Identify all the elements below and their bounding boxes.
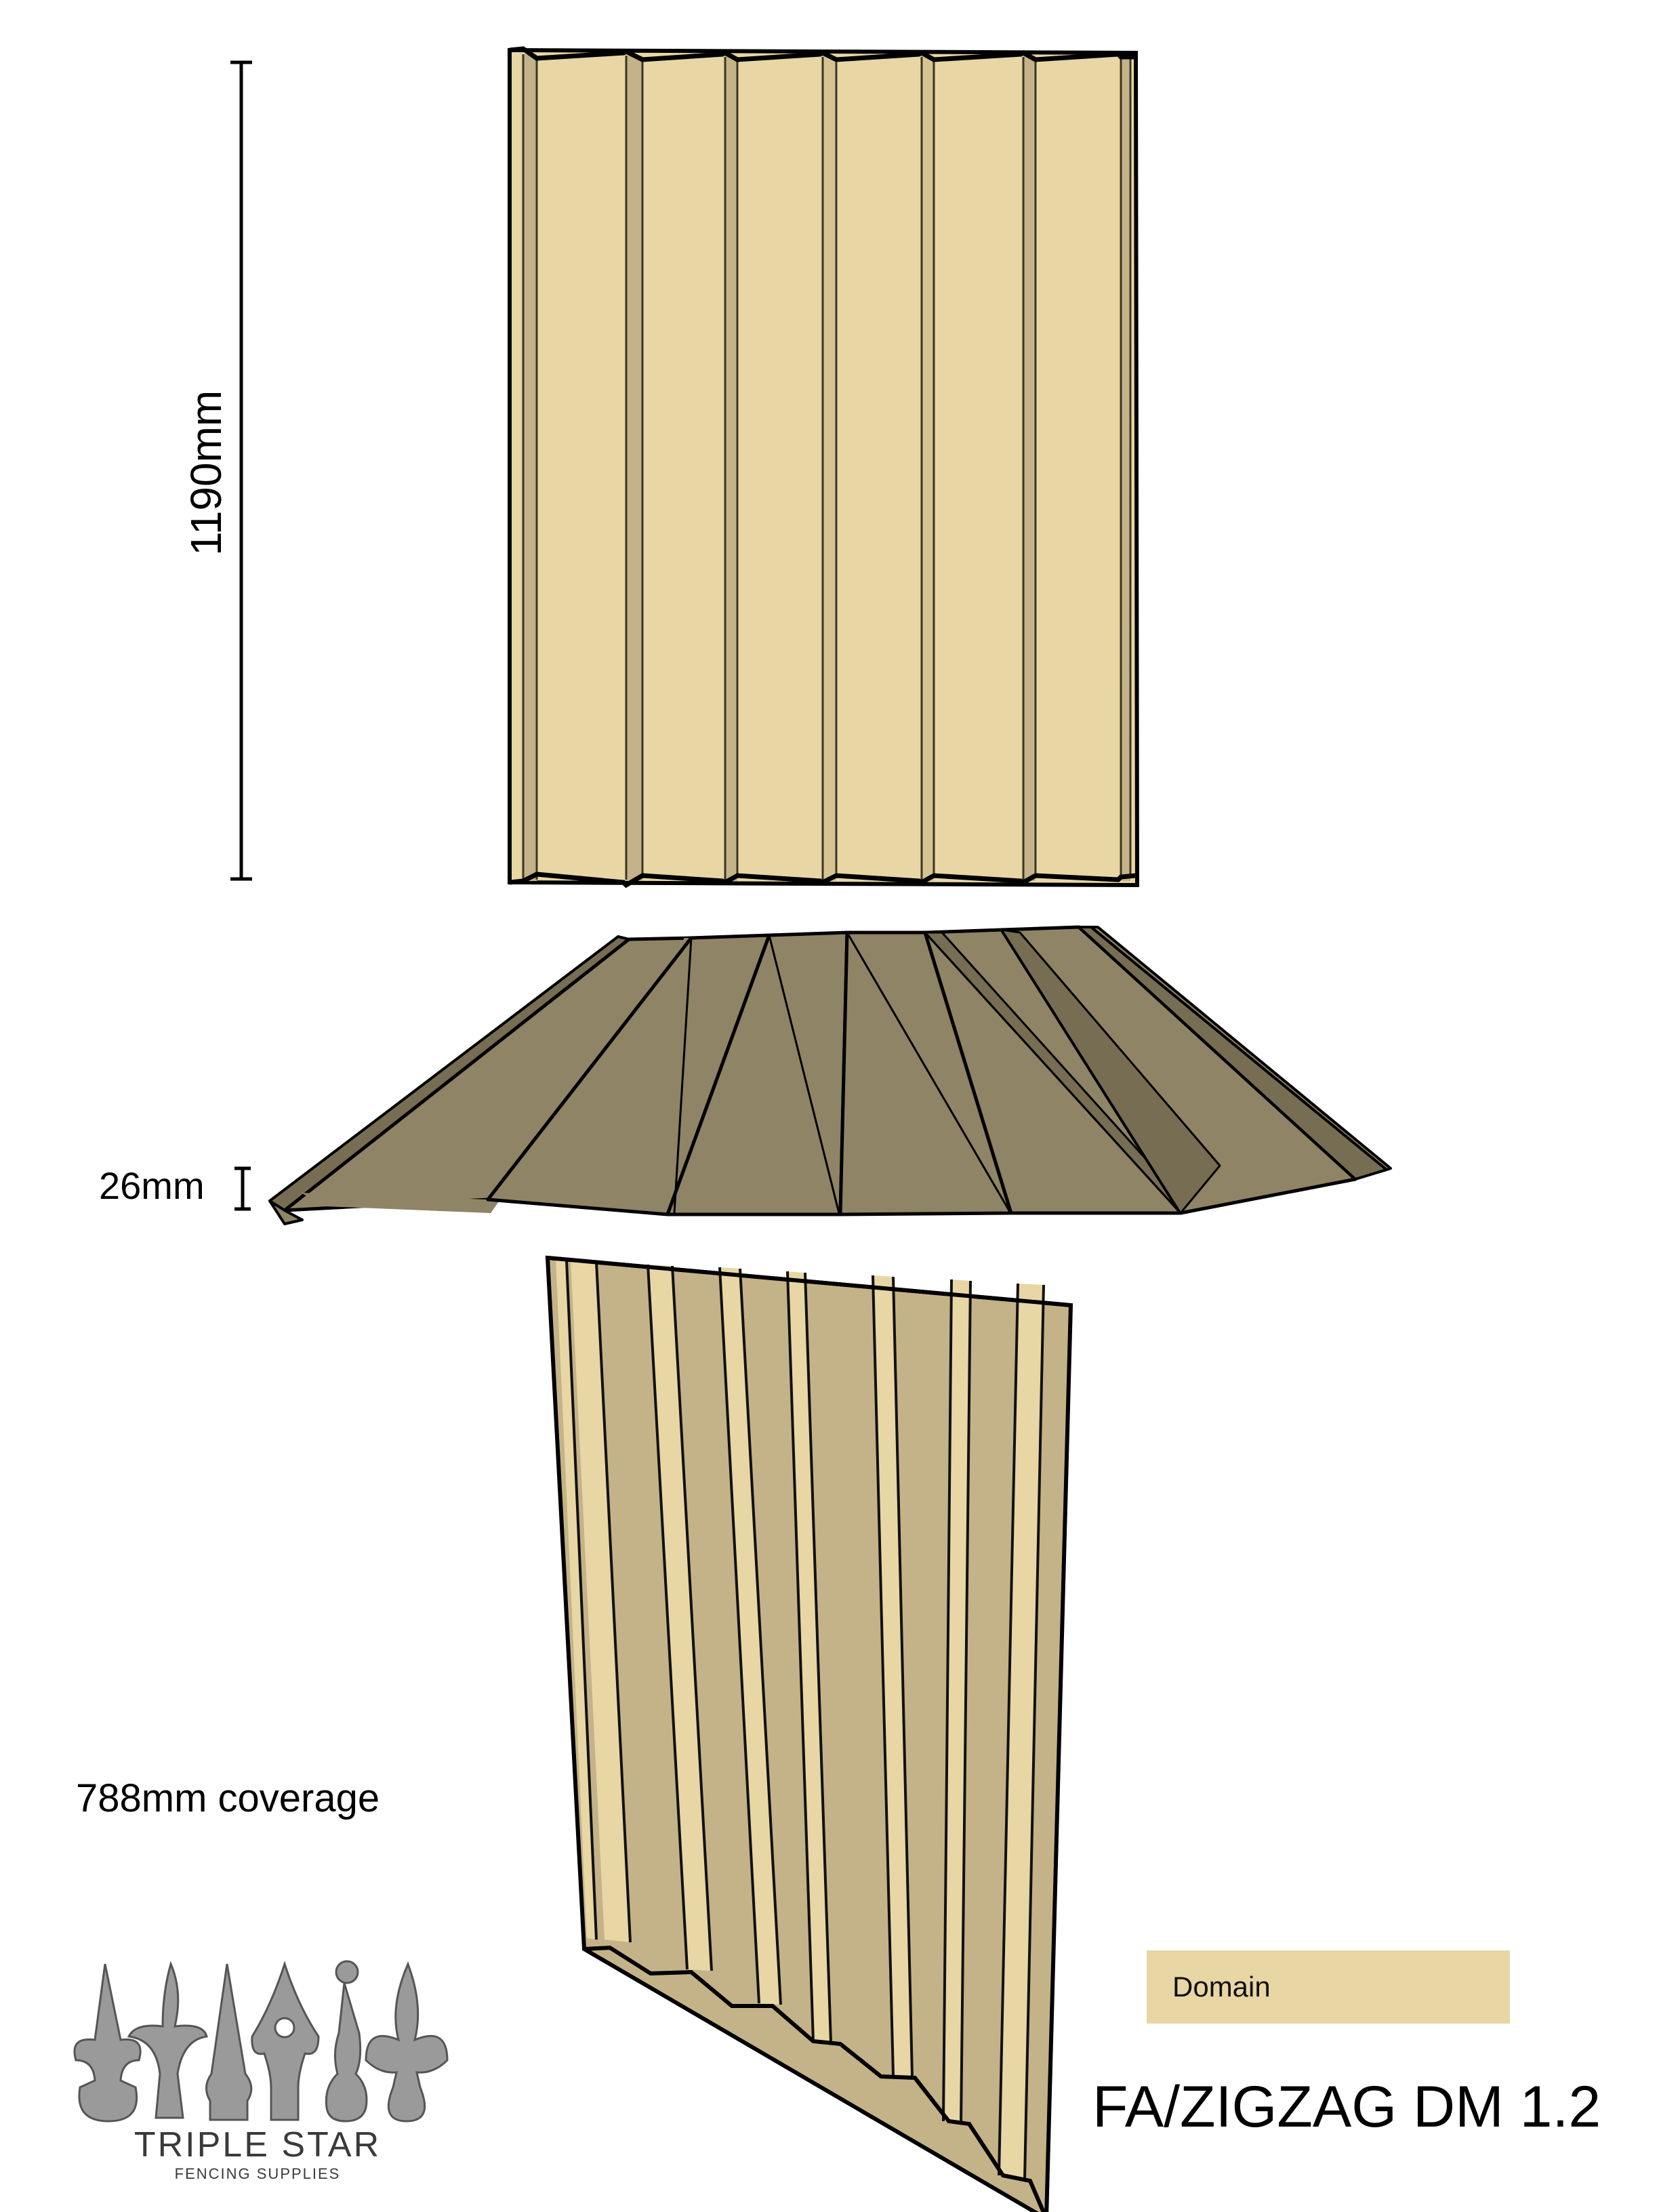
colour-swatch: Domain [1147,1950,1510,2024]
coverage-label: 788mm coverage [76,1776,380,1820]
logo-finials [73,1960,449,2123]
logo-subtitle: FENCING SUPPLIES [174,2165,341,2182]
company-logo: TRIPLE STAR FENCING SUPPLIES [122,2125,393,2183]
product-code-title: FA/ZIGZAG DM 1.2 [1092,2074,1601,2139]
colour-swatch-label: Domain [1172,1971,1271,2003]
height-dimension-label: 1190mm [182,390,230,556]
height-dimension-line [230,60,252,881]
angled-perspective-panel [545,1255,1073,2212]
rib-depth-dimension-label: 26mm [99,1164,205,1207]
rib-depth-dimension-line [234,1166,251,1211]
logo-title: TRIPLE STAR [134,2125,382,2165]
profile-perspective [268,925,1392,1225]
front-elevation-panel [508,46,1140,888]
